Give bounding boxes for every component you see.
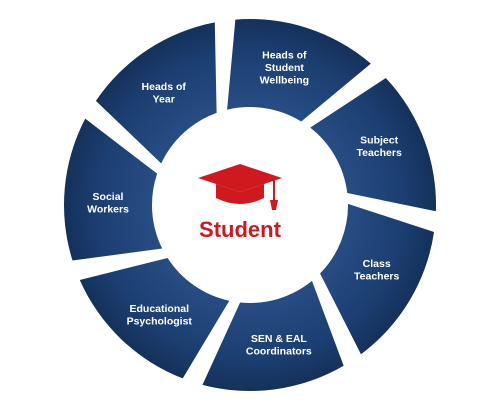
segment-subject-teachers — [310, 77, 436, 212]
center-student-label: Student — [199, 217, 282, 242]
graduation-cap-icon — [198, 164, 282, 210]
segments-layer — [64, 18, 436, 391]
segment-heads-of-student-wellbeing — [227, 18, 371, 122]
segment-social-workers — [64, 118, 163, 261]
center-circle — [164, 119, 336, 291]
segment-sen-eal-coordinators — [202, 280, 344, 391]
segment-heads-of-year — [95, 22, 217, 164]
segment-educational-psychologist — [79, 258, 230, 379]
segment-class-teachers — [320, 203, 435, 355]
